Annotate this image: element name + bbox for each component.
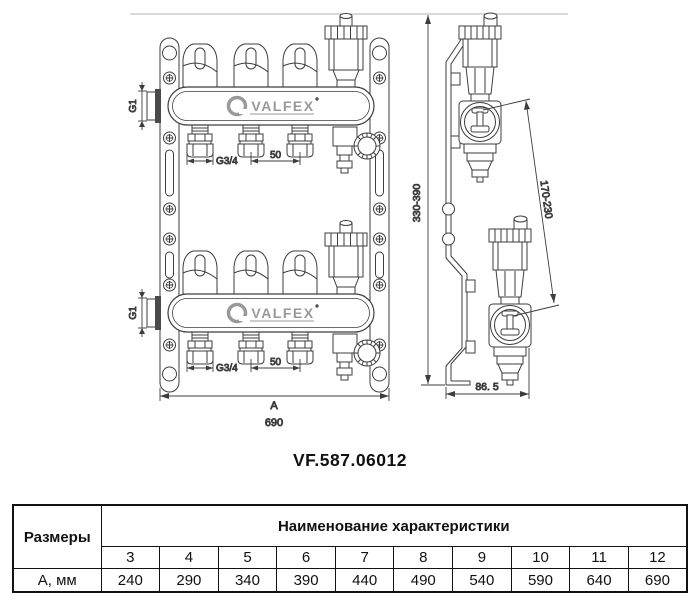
side-supply-valve [458,12,502,183]
length-cell: 340 [217,568,278,593]
spec-table: Размеры Наименование характеристики 3 4 … [12,504,688,593]
outlet-count-cell: 9 [452,546,512,569]
table-row-header: Размеры [12,504,102,569]
dim-depth: 86. 5 [445,348,530,399]
length-cell: 390 [276,568,336,593]
length-cell: 690 [627,568,688,593]
side-return-valve [488,215,532,386]
outlet-count-cell: 4 [159,546,219,569]
side-bracket-profile [442,37,476,386]
dim-a-label: A [270,400,278,412]
length-cell: 640 [569,568,629,593]
side-view: 330-390 170-230 86. 5 [411,12,560,399]
outlet-count-cell: 12 [627,546,688,569]
length-row: А, мм 240 290 340 390 440 490 540 590 64… [12,568,688,593]
length-cell: 440 [334,568,395,593]
front-view: A 690 [128,14,390,429]
dim-axis-range: 170-230 [482,98,560,317]
right-bracket [370,38,389,392]
table-col-header: Наименование характеристики [100,504,688,547]
outlet-count-row: 3 4 5 6 7 8 9 10 11 12 [13,546,688,569]
dim-height-label: 330-390 [411,184,423,223]
outlet-count-cell: 8 [393,546,454,569]
outlet-count-cell: 11 [569,546,629,569]
outlet-count-cell: 5 [217,546,278,569]
length-cell: 290 [159,568,219,593]
dim-axis-label: 170-230 [537,180,554,220]
dim-overall-length: A 690 [159,388,390,429]
outlet-count-cell: 7 [334,546,395,569]
length-cell: 240 [100,568,161,593]
outlet-count-cell: 6 [276,546,336,569]
length-cell: 540 [452,568,512,593]
dim-height-range: 330-390 [411,15,445,386]
length-cell: 490 [393,568,454,593]
length-cell: 590 [510,568,571,593]
technical-drawing: VALFEX G1 G3/4 [0,0,568,429]
length-row-label: А, мм [12,568,102,593]
dim-a-value: 690 [265,417,283,429]
outlet-count-cell: 3 [100,546,161,569]
part-number: VF.587.06012 [292,450,407,470]
dim-depth-label: 86. 5 [475,381,499,393]
outlet-count-cell: 10 [510,546,571,569]
